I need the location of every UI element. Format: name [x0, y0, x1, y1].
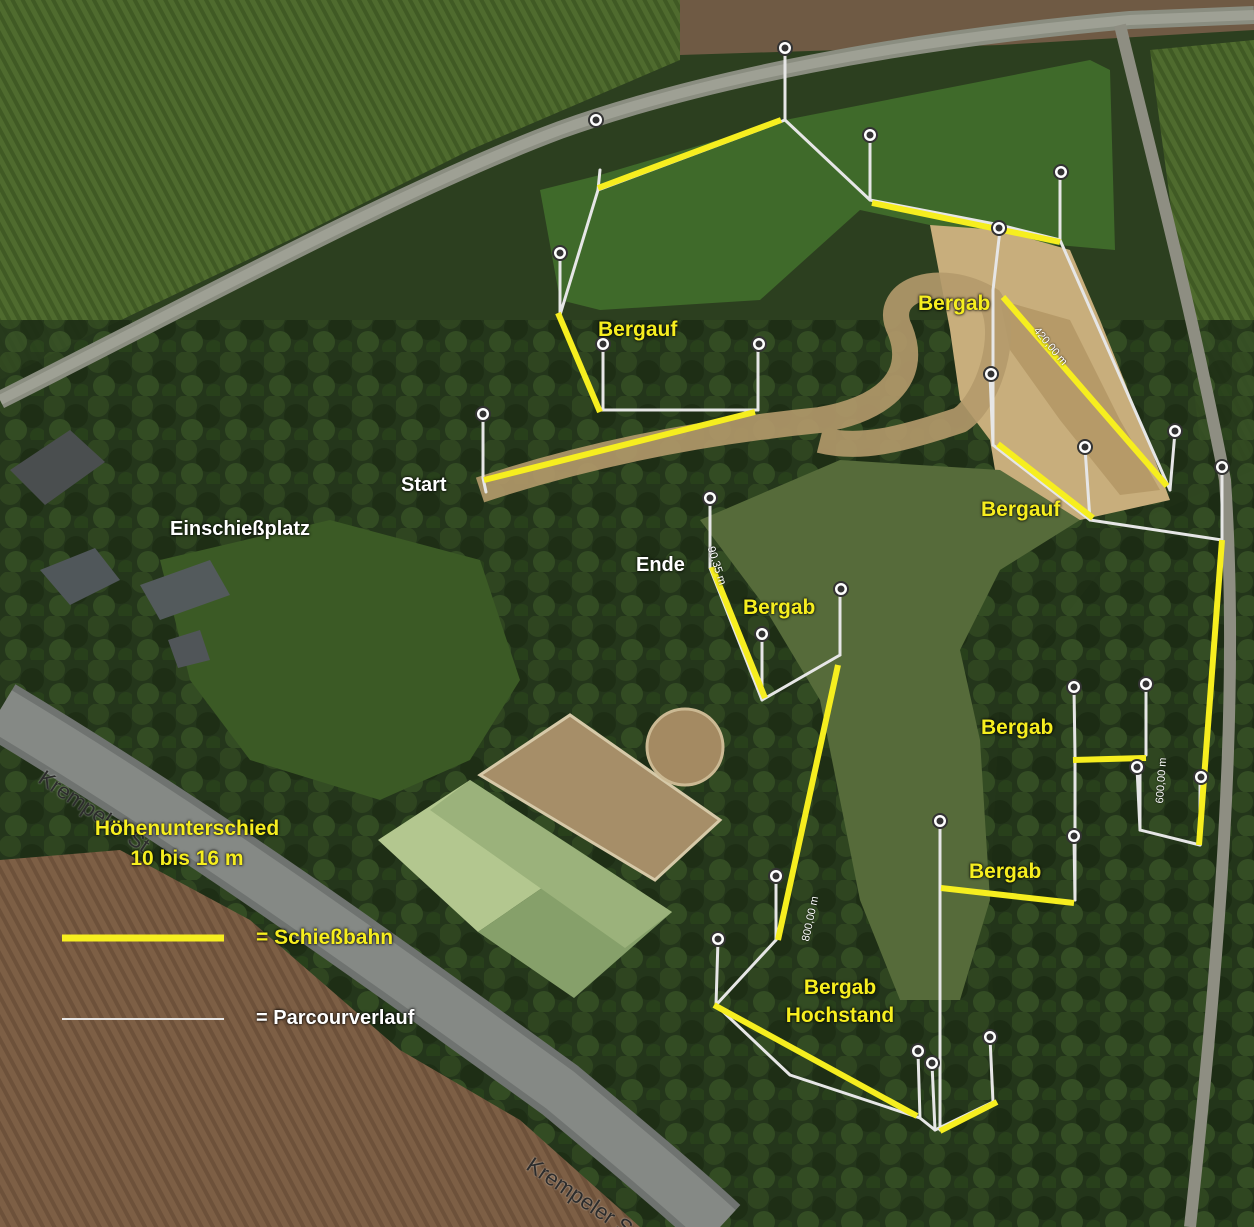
lane-11	[940, 885, 1075, 906]
label-bergab-hochstand: Bergab Hochstand	[780, 976, 900, 1028]
lane-9	[775, 664, 841, 941]
map-pin-icon	[982, 1029, 998, 1045]
lane-10	[1072, 755, 1147, 763]
lane-4	[871, 200, 1061, 245]
lawn-left	[160, 520, 520, 800]
lane-1	[483, 409, 756, 483]
label-bergab-1: Bergab	[918, 292, 991, 315]
brown-field-bottom	[0, 850, 640, 1227]
label-bergab-hochstand-line1: Bergab	[803, 976, 877, 999]
dirt-track	[475, 272, 1011, 503]
schiessbahn-lanes	[483, 117, 1225, 1134]
lane-12	[712, 1002, 919, 1119]
legend-hoehenunterschied: Höhenunterschied 10 bis 16 m	[82, 817, 292, 871]
house-4	[168, 630, 210, 668]
lane-6	[996, 441, 1095, 521]
map-pin-icon	[910, 1043, 926, 1059]
label-ende: Ende	[636, 554, 685, 576]
forest-right	[990, 470, 1254, 1227]
map-pin-icon	[1214, 459, 1230, 475]
hall-roof-ridge	[430, 780, 672, 948]
map-pin-icon	[1066, 679, 1082, 695]
map-pin-icon	[1077, 439, 1093, 455]
road-right	[1114, 23, 1237, 1227]
map-pin-icon	[991, 220, 1007, 236]
meadow-top	[540, 60, 1115, 310]
label-bergab-hochstand-line2: Hochstand	[785, 1004, 895, 1027]
label-start: Start	[401, 474, 447, 496]
map-pin-icon	[754, 626, 770, 642]
hall-roof-light	[378, 780, 574, 932]
lane-5	[1000, 295, 1170, 488]
map-pin-icon	[475, 406, 491, 422]
house-3	[140, 560, 230, 620]
lane-7	[1196, 539, 1225, 846]
parcour-route	[481, 50, 1224, 1132]
waypoint-pins	[475, 40, 1230, 1071]
label-bergauf-1: Bergauf	[598, 318, 678, 341]
map-pin-icon	[932, 813, 948, 829]
map-pin-icon	[1066, 828, 1082, 844]
legend-hoehen-line1: Höhenunterschied	[94, 817, 280, 840]
map-pin-icon	[777, 40, 793, 56]
meadow-middle	[700, 460, 1080, 1000]
house-2	[40, 548, 120, 605]
lane-13	[938, 1099, 999, 1134]
map-pin-icon	[1167, 423, 1183, 439]
map-pin-icon	[983, 366, 999, 382]
legend-hoehen-line2: 10 bis 16 m	[130, 847, 244, 870]
map-pin-icon	[595, 336, 611, 352]
map-pin-icon	[1193, 769, 1209, 785]
crop-field-top-left	[0, 0, 680, 380]
legend-parcour-label: = Parcourverlauf	[256, 1007, 415, 1029]
map-pin-icon	[552, 245, 568, 261]
label-bergab-2: Bergab	[743, 596, 816, 619]
label-bergab-4: Bergab	[969, 860, 1042, 883]
map-pin-icon	[702, 490, 718, 506]
map-pin-icon	[588, 112, 604, 128]
map-pin-icon	[862, 127, 878, 143]
legend-schiessbahn-label: = Schießbahn	[256, 926, 394, 949]
label-bergab-3: Bergab	[981, 716, 1054, 739]
sand-quarry-shade	[1000, 300, 1160, 495]
lane-8	[709, 565, 768, 700]
riding-arena	[477, 713, 723, 882]
lane-2	[555, 311, 603, 414]
house-1	[10, 430, 105, 505]
map-pin-icon	[710, 931, 726, 947]
map-pin-icon	[833, 581, 849, 597]
route-seg-1	[481, 413, 488, 494]
round-pen	[645, 707, 725, 787]
map-pin-icon	[1129, 759, 1145, 775]
map-pin-icon	[1138, 676, 1154, 692]
lane-3	[596, 117, 783, 191]
map-pin-icon	[1053, 164, 1069, 180]
map-pin-icon	[924, 1055, 940, 1071]
map-pin-icon	[751, 336, 767, 352]
label-einschiessplatz: Einschießplatz	[170, 518, 311, 540]
map-pin-icon	[768, 868, 784, 884]
label-bergauf-2: Bergauf	[981, 498, 1061, 521]
